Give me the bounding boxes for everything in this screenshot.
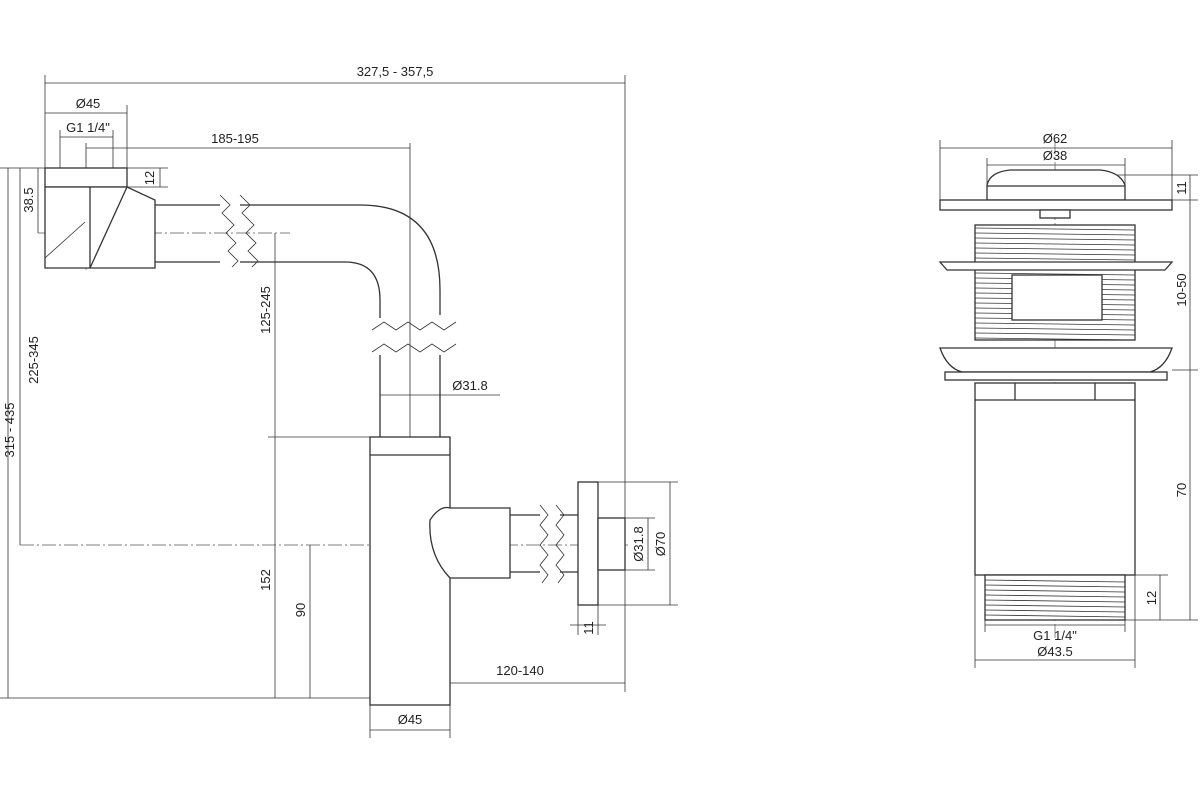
siphon-dimension-lines: [0, 75, 678, 738]
flange-diameter-label: Ø62: [1043, 131, 1068, 146]
thread-line: [974, 237, 1136, 241]
outlet-pipe: [510, 481, 626, 606]
drain-valve-drawing: Ø62 Ø38 11 10-50 70 12 G1 1/4" Ø43.5: [938, 131, 1198, 668]
thread-line: [974, 272, 1136, 276]
thread-line: [974, 332, 1136, 336]
thread-line: [974, 227, 1136, 231]
thread-line: [984, 604, 1126, 608]
thread-line: [984, 584, 1126, 588]
thread-line: [974, 252, 1136, 256]
outlet-reach-label: 120-140: [496, 663, 544, 678]
thread-line: [974, 232, 1136, 236]
flange-thickness-label: 11: [581, 621, 596, 635]
inlet-offset-label: 38.5: [21, 187, 36, 212]
thread-line: [984, 594, 1126, 598]
valve-dimension-lines: [939, 140, 1198, 668]
thread-line: [984, 599, 1126, 603]
threaded-section: [938, 224, 1174, 381]
body-height-label: 70: [1174, 483, 1189, 497]
cap-height-label: 11: [1174, 181, 1189, 195]
flange-diameter-label: Ø70: [653, 532, 668, 557]
cap-height-label: 12: [142, 171, 157, 185]
body-height-label: 152: [258, 569, 273, 591]
siphon-drawing: 327,5 - 357,5 Ø45 G1 1/4" 185-195 12 38.…: [0, 64, 678, 738]
thread-length-label: 12: [1144, 591, 1159, 605]
thread-line: [974, 322, 1136, 326]
thread-line: [984, 589, 1126, 593]
thread-line: [984, 579, 1126, 583]
horizontal-pipe: [155, 194, 441, 318]
vertical-pipe-length-label: 125-245: [258, 286, 273, 334]
pipe-diameter-label: Ø31.8: [452, 378, 487, 393]
thread-line: [984, 614, 1126, 618]
overall-width-label: 327,5 - 357,5: [357, 64, 434, 79]
body-diameter-label: Ø43.5: [1037, 644, 1072, 659]
pop-up-cap: [939, 169, 1173, 219]
cap-diameter-label: Ø38: [1043, 148, 1068, 163]
total-height-label: 315 - 435: [2, 403, 17, 458]
valve-dimension-labels: Ø62 Ø38 11 10-50 70 12 G1 1/4" Ø43.5: [1033, 131, 1189, 659]
inlet-thread-label: G1 1/4": [66, 120, 110, 135]
clamp-range-label: 10-50: [1174, 273, 1189, 306]
siphon-dimension-labels: 327,5 - 357,5 Ø45 G1 1/4" 185-195 12 38.…: [2, 64, 668, 727]
thread-line: [984, 609, 1126, 613]
height-to-outlet-label: 225-345: [26, 336, 41, 384]
thread-line: [974, 337, 1136, 341]
outlet-height-label: 90: [293, 603, 308, 617]
horizontal-reach-label: 185-195: [211, 131, 259, 146]
valve-body: [974, 382, 1136, 621]
thread-line: [974, 242, 1136, 246]
thread-line: [974, 327, 1136, 331]
thread-line: [974, 257, 1136, 261]
outlet-pipe-diameter-label: Ø31.8: [631, 526, 646, 561]
trap-body: [369, 436, 511, 706]
body-diameter-label: Ø45: [398, 712, 423, 727]
inlet-diameter-label: Ø45: [76, 96, 101, 111]
thread-line: [974, 247, 1136, 251]
inlet-fitting: [44, 167, 156, 269]
thread-label: G1 1/4": [1033, 628, 1077, 643]
vertical-pipe: [371, 321, 457, 437]
